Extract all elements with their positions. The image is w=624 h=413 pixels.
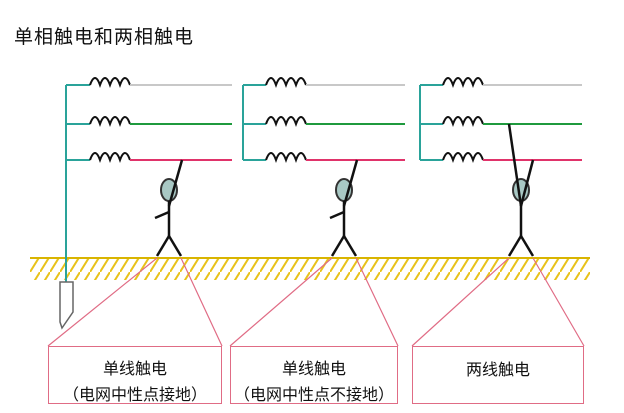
ground-electrode-icon [59, 281, 74, 330]
panel-1-subtitle: （电网中性点接地） [62, 385, 207, 404]
panel-2-label: 单线触电 （电网中性点不接地） [230, 346, 398, 404]
panel-1-title: 单线触电 [102, 359, 167, 378]
ground-hatch [30, 258, 590, 280]
coil-icon [89, 77, 131, 163]
callout-lines [47, 257, 585, 347]
person-3-icon [507, 123, 535, 257]
coil-icon [265, 77, 307, 163]
person-1-icon [154, 159, 184, 257]
panel-1-circuit [59, 77, 232, 330]
person-2-icon [329, 159, 359, 257]
panel-2-title: 单线触电 [281, 359, 346, 378]
panel-1-label: 单线触电 （电网中性点接地） [48, 346, 222, 404]
panel-2-subtitle: （电网中性点不接地） [233, 385, 394, 404]
ground [30, 257, 590, 280]
diagram-title: 单相触电和两相触电 [14, 26, 195, 48]
panel-3-circuit [419, 77, 582, 163]
panel-2-circuit [242, 77, 405, 163]
coil-icon [442, 77, 484, 163]
panel-3-label: 两线触电 [412, 346, 584, 404]
panel-3-title: 两线触电 [465, 360, 530, 379]
